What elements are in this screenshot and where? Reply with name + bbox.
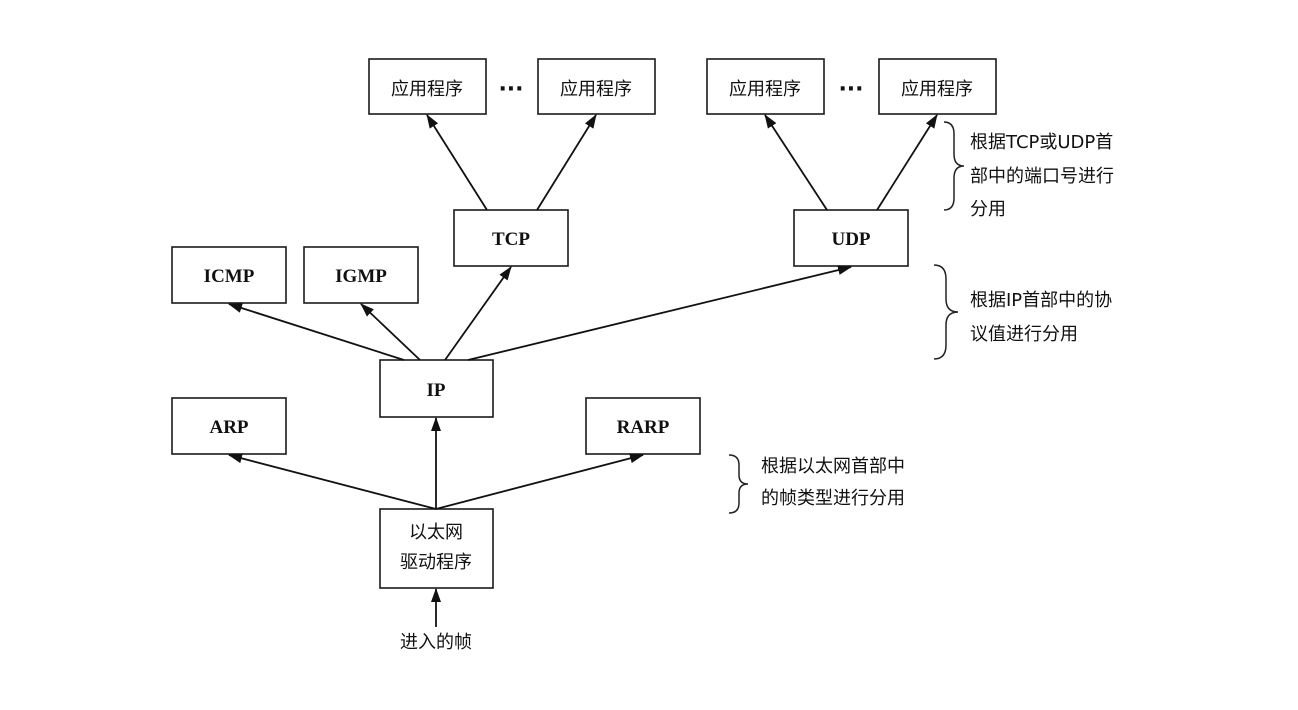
note-transport-line3: 分用 <box>970 199 1006 220</box>
igmp-box: IGMP <box>303 246 419 304</box>
ellipsis-left: ··· <box>498 77 523 102</box>
arrow-driver-to-arp <box>228 453 437 510</box>
udp-box: UDP <box>793 209 909 267</box>
application-label: 应用程序 <box>560 79 632 100</box>
application-label: 应用程序 <box>729 79 801 100</box>
arp-label: ARP <box>209 417 248 438</box>
incoming-frame-label: 进入的帧 <box>400 632 472 653</box>
application-box-4: 应用程序 <box>878 58 997 115</box>
application-box-1: 应用程序 <box>368 58 487 115</box>
note-ip-demux: 根据IP首部中的协 议值进行分用 <box>970 290 1112 345</box>
tcp-box: TCP <box>453 209 569 267</box>
brace-transport <box>943 121 965 211</box>
note-transport-line2: 部中的端口号进行 <box>970 166 1114 187</box>
note-ip-line1: 根据IP首部中的协 <box>970 290 1112 311</box>
arrow-tcp-to-app2 <box>536 114 597 211</box>
tcp-label: TCP <box>492 229 530 250</box>
note-ethernet-line2: 的帧类型进行分用 <box>761 488 905 509</box>
arrow-udp-to-app3 <box>764 114 828 211</box>
icmp-label: ICMP <box>204 266 255 287</box>
brace-ethernet <box>728 454 749 514</box>
driver-label-line1: 以太网 <box>409 522 463 543</box>
note-ip-line2: 议值进行分用 <box>970 324 1078 345</box>
arp-box: ARP <box>171 397 287 455</box>
ethernet-driver-box: 以太网 驱动程序 <box>379 508 494 589</box>
note-transport-line1: 根据TCP或UDP首 <box>970 132 1113 153</box>
brace-ip <box>933 264 959 360</box>
arrow-tcp-to-app1 <box>426 114 488 211</box>
arrow-ip-to-icmp <box>228 303 405 361</box>
application-box-3: 应用程序 <box>706 58 825 115</box>
igmp-label: IGMP <box>335 266 387 287</box>
arrow-ip-to-udp <box>467 265 852 361</box>
ellipsis-right: ··· <box>838 77 863 102</box>
note-ethernet-line1: 根据以太网首部中 <box>761 456 905 477</box>
icmp-box: ICMP <box>171 246 287 304</box>
driver-label-line2: 驱动程序 <box>400 552 472 573</box>
note-transport-demux: 根据TCP或UDP首 部中的端口号进行 分用 <box>970 132 1114 220</box>
arrow-ip-to-tcp <box>444 266 512 361</box>
application-label: 应用程序 <box>391 79 463 100</box>
ip-box: IP <box>379 359 494 418</box>
application-box-2: 应用程序 <box>537 58 656 115</box>
note-ethernet-demux: 根据以太网首部中 的帧类型进行分用 <box>761 456 905 509</box>
rarp-box: RARP <box>585 397 701 455</box>
udp-label: UDP <box>831 229 870 250</box>
application-label: 应用程序 <box>901 79 973 100</box>
arrow-driver-to-rarp <box>435 453 644 510</box>
rarp-label: RARP <box>617 417 670 438</box>
arrow-udp-to-app4 <box>876 114 938 211</box>
arrow-ip-to-igmp <box>360 303 421 361</box>
ip-label: IP <box>427 380 446 401</box>
